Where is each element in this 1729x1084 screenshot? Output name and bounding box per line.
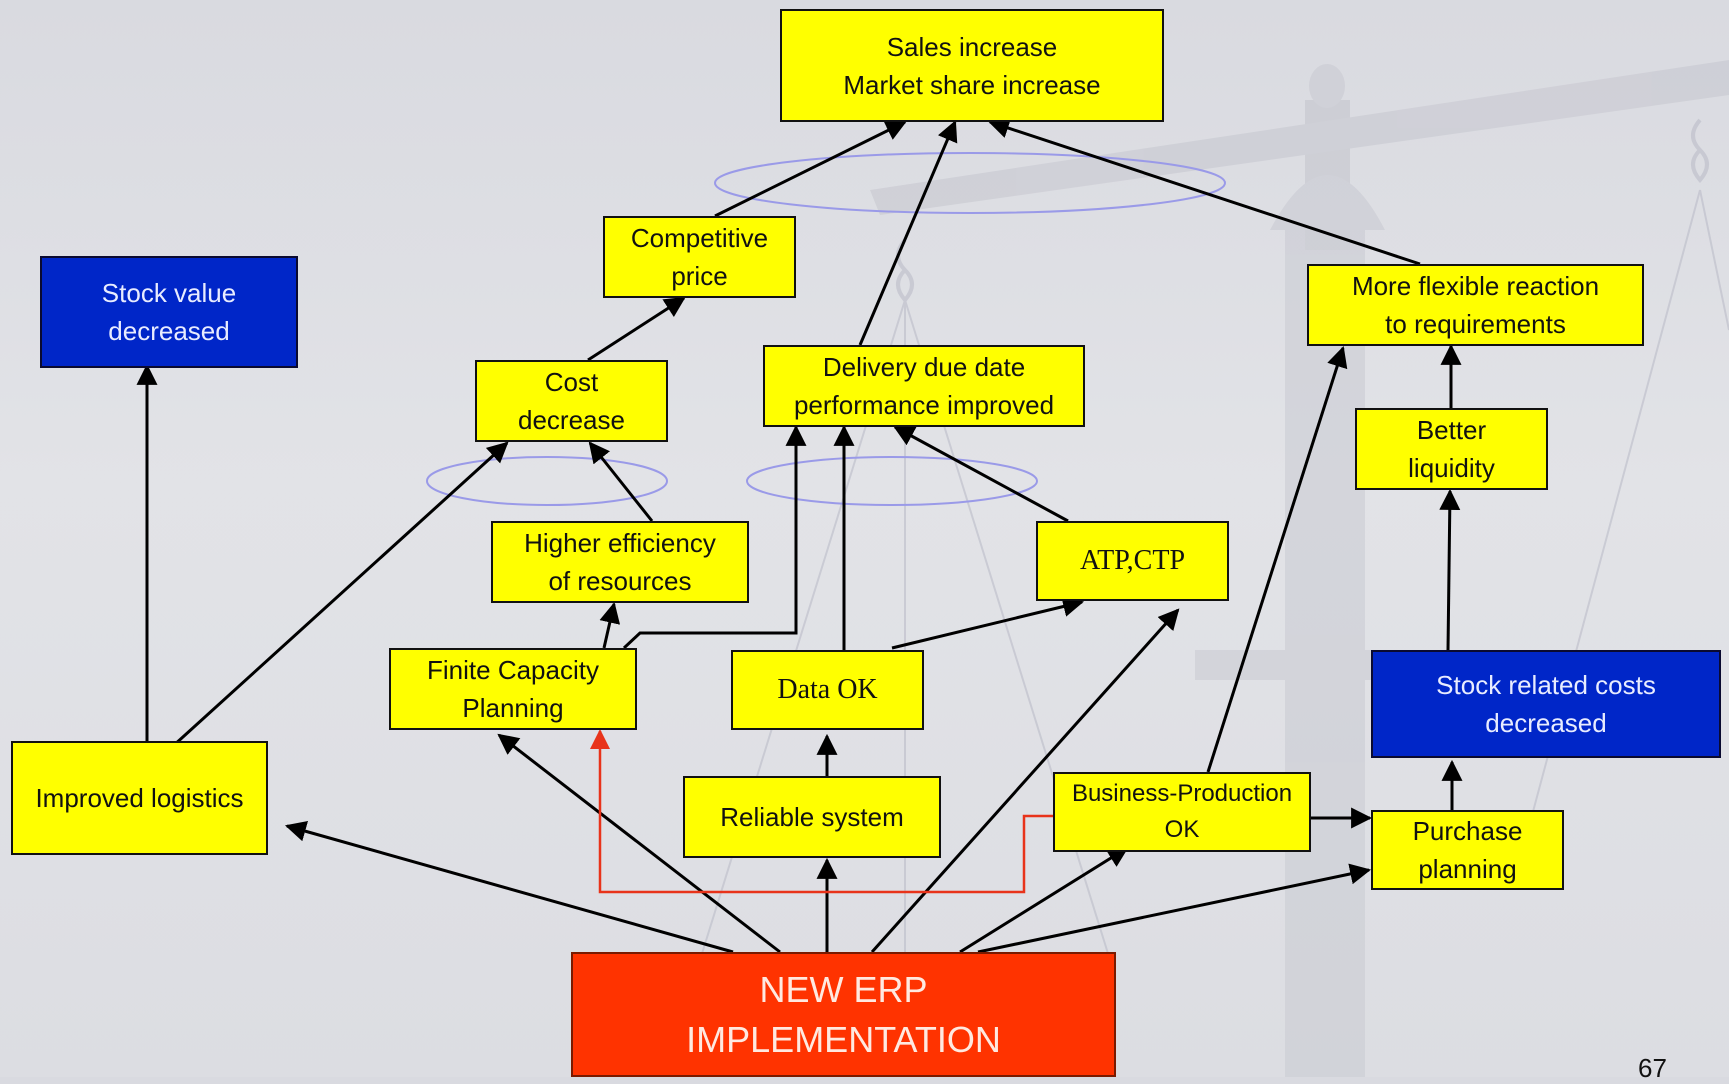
node-data-ok: Data OK (731, 650, 924, 730)
node-new-erp-implementation: NEW ERP IMPLEMENTATION (571, 952, 1116, 1077)
edge-competitive-to-sales (714, 120, 907, 218)
stock-related-line1: Stock related costs (1436, 670, 1656, 700)
node-stock-value-decreased: Stock value decreased (40, 256, 298, 368)
edge-erp-to-purchase (977, 863, 1372, 954)
finite-capacity-line2: Planning (462, 693, 564, 723)
edge-atp-to-delivery (893, 425, 1069, 523)
efficiency-line1: Higher efficiency (524, 528, 716, 558)
node-better-liquidity: Better liquidity (1355, 408, 1548, 490)
node-more-flexible-reaction: More flexible reaction to requirements (1307, 264, 1644, 346)
atp-ctp-label: ATP,CTP (1079, 545, 1186, 576)
node-sales-increase: Sales increase Market share increase (780, 9, 1164, 122)
node-competitive-price: Competitive price (603, 216, 796, 298)
liquidity-line2: liquidity (1408, 453, 1495, 483)
sales-increase-line1: Sales increase (886, 31, 1058, 62)
delivery-line1: Delivery due date (822, 352, 1026, 382)
node-finite-capacity: Finite Capacity Planning (389, 648, 637, 730)
node-stock-related-costs: Stock related costs decreased (1371, 650, 1721, 758)
node-improved-logistics: Improved logistics (11, 741, 268, 855)
efficiency-line2: of resources (548, 566, 692, 596)
edge-erp-to-finite (497, 733, 781, 954)
edge-efficiency-to-cost (588, 441, 654, 522)
edge-flexible-to-sales (988, 117, 1421, 266)
node-atp-ctp: ATP,CTP (1036, 521, 1229, 601)
data-ok-label: Data OK (777, 674, 878, 705)
cost-decrease-line1: Cost (544, 367, 599, 397)
purchase-planning-line2: planning (1418, 854, 1517, 884)
business-production-line2: OK (1164, 816, 1200, 843)
node-reliable-system: Reliable system (683, 776, 941, 858)
flexible-line1: More flexible reaction (1351, 271, 1600, 301)
page-number: 67 (1638, 1053, 1667, 1083)
group-ellipse-top (714, 152, 1226, 214)
edge-cost-to-competitive (587, 296, 686, 362)
edge-logistics-to-cost (171, 441, 509, 748)
improved-logistics-label: Improved logistics (35, 783, 244, 813)
edge-erp-to-business (959, 846, 1129, 954)
edge-delivery-to-sales (858, 120, 958, 346)
liquidity-line1: Better (1416, 415, 1487, 445)
group-ellipse-delivery (746, 456, 1038, 506)
edge-erp-to-logistics (284, 821, 734, 954)
stock-value-line2: decreased (108, 316, 230, 346)
new-erp-line2: IMPLEMENTATION (686, 1018, 1001, 1060)
reliable-system-label: Reliable system (720, 802, 904, 832)
edge-stockcosts-to-liquidity (1439, 488, 1461, 651)
competitive-price-line2: price (671, 261, 728, 291)
stock-related-line2: decreased (1485, 708, 1607, 738)
node-business-production: Business-Production OK (1053, 772, 1311, 852)
flexible-line2: to requirements (1385, 309, 1566, 339)
group-ellipse-cost (426, 456, 668, 506)
sales-increase-line2: Market share increase (843, 69, 1101, 100)
finite-capacity-line1: Finite Capacity (427, 655, 599, 685)
cost-decrease-line2: decrease (518, 405, 625, 435)
competitive-price-line1: Competitive (630, 223, 769, 253)
edge-business-to-finite-red (590, 729, 1053, 894)
edge-business-to-flexible (1206, 345, 1348, 773)
node-higher-efficiency: Higher efficiency of resources (491, 521, 749, 603)
node-purchase-planning: Purchase planning (1371, 810, 1564, 890)
node-delivery-due-date: Delivery due date performance improved (763, 345, 1085, 427)
edge-erp-to-atp (870, 608, 1180, 954)
purchase-planning-line1: Purchase (1412, 816, 1523, 846)
edge-data-to-atp (891, 596, 1085, 650)
stock-value-line1: Stock value (101, 278, 237, 308)
edge-finite-to-delivery (622, 424, 807, 650)
business-production-line1: Business-Production (1071, 780, 1293, 807)
node-cost-decrease: Cost decrease (475, 360, 668, 442)
edge-finite-to-efficiency (599, 601, 621, 649)
new-erp-line1: NEW ERP (759, 968, 928, 1010)
delivery-line2: performance improved (793, 390, 1055, 420)
